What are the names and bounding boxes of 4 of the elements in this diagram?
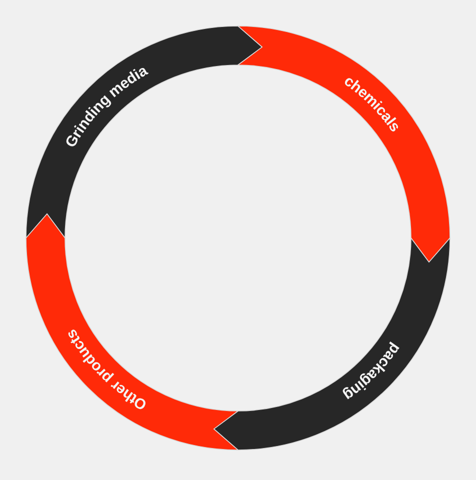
curved-arrow-segment <box>26 26 263 238</box>
curved-arrow-segment <box>213 238 450 450</box>
curved-arrow-segment <box>26 213 238 450</box>
curved-arrow-segment <box>238 26 450 263</box>
